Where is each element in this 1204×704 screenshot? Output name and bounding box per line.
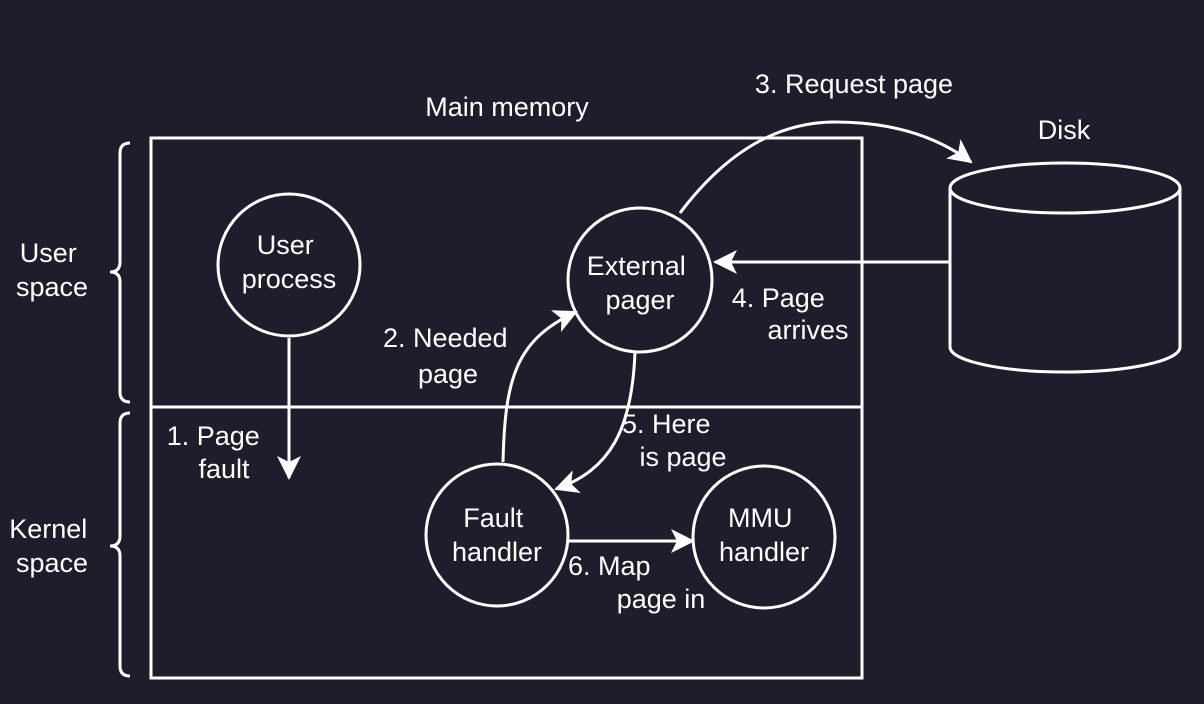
step6-label: 6. Map page in bbox=[568, 551, 705, 614]
step4-label: 4. Page arrives bbox=[732, 283, 849, 345]
kernel-space-label: Kernel space bbox=[9, 514, 95, 578]
disk-cylinder bbox=[948, 161, 1182, 374]
arrow-here-is-page bbox=[554, 351, 637, 494]
svg-text:Fault handler: Fault handler bbox=[452, 503, 542, 567]
user-process-node: User process bbox=[216, 192, 362, 338]
svg-text:External pager: External pager bbox=[587, 251, 694, 315]
main-memory-label: Main memory bbox=[425, 92, 589, 122]
user-space-brace bbox=[109, 141, 131, 404]
step2-label: 2. Needed page bbox=[383, 323, 515, 389]
svg-text:User process: User process bbox=[242, 230, 337, 294]
step5-label: 5. Here is page bbox=[622, 409, 727, 472]
arrow-needed-page bbox=[501, 310, 578, 463]
step3-label: 3. Request page bbox=[755, 69, 953, 99]
mmu-handler-node: MMU handler bbox=[691, 464, 837, 610]
svg-text:MMU handler: MMU handler bbox=[719, 503, 809, 567]
user-space-label: User space bbox=[16, 238, 88, 302]
step1-label: 1. Page fault bbox=[167, 421, 268, 484]
kernel-space-brace bbox=[109, 411, 131, 678]
external-pager-node: External pager bbox=[566, 206, 714, 354]
fault-handler-node: Fault handler bbox=[424, 462, 570, 608]
arrow-request-page bbox=[678, 120, 973, 214]
disk-label: Disk bbox=[1038, 115, 1091, 145]
